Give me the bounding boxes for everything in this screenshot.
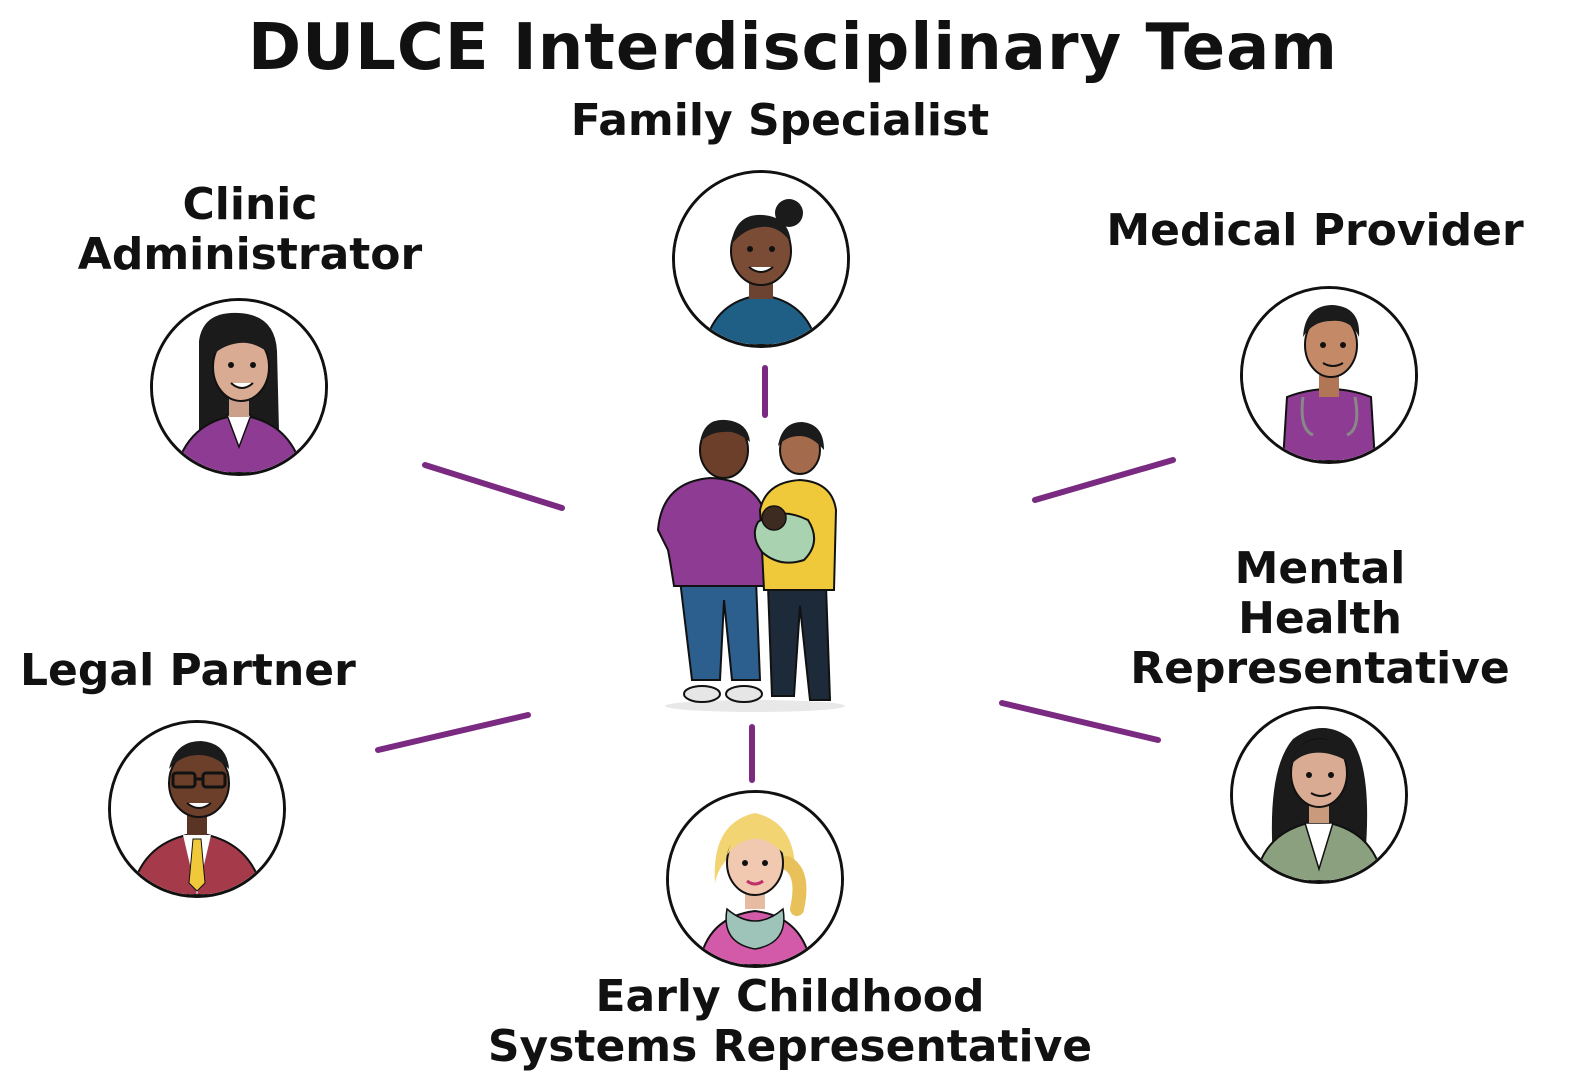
label-legal-partner-text: Legal Partner — [20, 645, 356, 696]
center-family-illustration — [640, 410, 870, 720]
label-medical-provider: Medical Provider — [1080, 206, 1550, 256]
avatar-family-specialist — [672, 170, 850, 348]
page-title: DULCE Interdisciplinary Team — [248, 11, 1338, 85]
connector-medical-provider — [1032, 457, 1176, 503]
label-mental-health-representative: Mental Health Representative — [1100, 544, 1540, 694]
label-family-specialist-text: Family Specialist — [570, 95, 990, 146]
connector-legal-partner — [375, 712, 531, 753]
connector-mental-health — [999, 700, 1161, 743]
label-early-childhood-representative: Early Childhood Systems Representative — [420, 972, 1160, 1072]
connector-clinic-administrator — [422, 462, 565, 511]
avatar-early-childhood-representative — [666, 790, 844, 968]
avatar-legal-partner — [108, 720, 286, 898]
avatar-mental-health-representative — [1230, 706, 1408, 884]
label-medical-provider-text: Medical Provider — [1106, 205, 1524, 256]
label-legal-partner: Legal Partner — [20, 646, 440, 696]
label-clinic-line-2: Administrator — [77, 229, 423, 280]
label-early-line-1: Early Childhood — [595, 971, 985, 1022]
avatar-clinic-administrator — [150, 298, 328, 476]
label-mental-line-1: Mental — [1234, 543, 1406, 594]
label-early-line-2: Systems Representative — [487, 1021, 1093, 1072]
label-family-specialist: Family Specialist — [480, 96, 1080, 146]
label-mental-line-3: Representative — [1130, 643, 1510, 694]
label-clinic-administrator: Clinic Administrator — [40, 180, 460, 280]
label-mental-line-2: Health — [1238, 593, 1402, 644]
label-clinic-line-1: Clinic — [182, 179, 318, 230]
avatar-medical-provider — [1240, 286, 1418, 464]
